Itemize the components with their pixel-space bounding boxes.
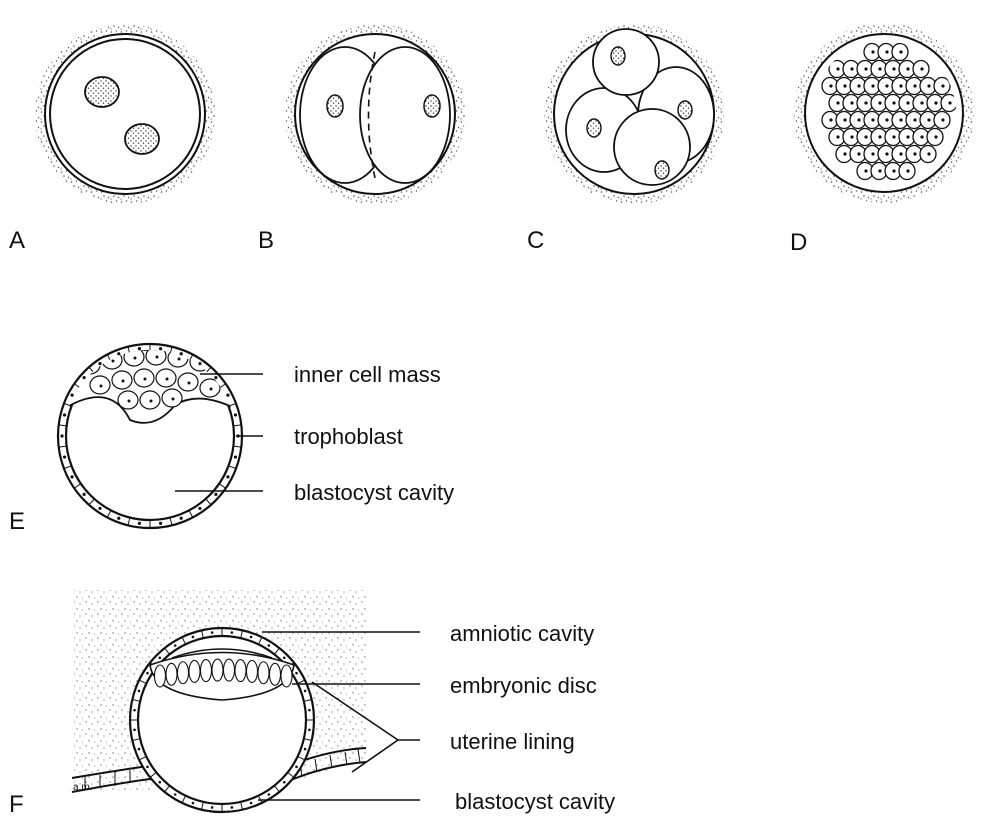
label-am: a.m. [73,782,92,793]
label-blastocyst-cavity-f: blastocyst cavity [455,789,615,814]
label-uterine-lining: uterine lining [450,729,575,754]
disc-cell [166,663,177,685]
blastomere [614,109,690,185]
label-trophoblast: trophoblast [294,424,403,449]
stage-b-two-cell [285,24,465,204]
nucleus [611,47,625,65]
nucleus [587,119,601,137]
stage-f-implantation [72,590,366,812]
pronucleus [125,124,159,154]
disc-cell [247,660,258,682]
disc-cell [178,662,189,684]
disc-cell [258,662,269,684]
panel-label-f: F [9,791,24,818]
panel-label-e: E [9,508,25,535]
nucleus [655,161,669,179]
blastomere [593,29,659,95]
pronucleus [85,77,119,107]
stage-e-blastocyst [58,344,242,528]
nucleus [424,95,440,117]
stage-d-morula [794,23,974,203]
nucleus [678,101,692,119]
label-embryonic-disc: embryonic disc [450,673,597,698]
panel-label-a: A [9,227,25,254]
disc-cell [201,660,212,682]
disc-cell [189,660,200,682]
stage-c-four-cell [544,24,724,204]
disc-cell [235,660,246,682]
label-blastocyst-cavity-e: blastocyst cavity [294,480,454,505]
label-inner-cell-mass: inner cell mass [294,362,441,387]
disc-cell [212,659,223,681]
panel-label-d: D [790,229,807,256]
stage-a-zygote [35,24,215,204]
panel-label-b: B [258,227,274,254]
disc-cell [155,665,166,687]
label-amniotic-cavity: amniotic cavity [450,621,594,646]
disc-cell [270,663,281,685]
nucleus [327,95,343,117]
disc-cell [281,665,292,687]
panel-label-c: C [527,227,544,254]
disc-cell [224,659,235,681]
